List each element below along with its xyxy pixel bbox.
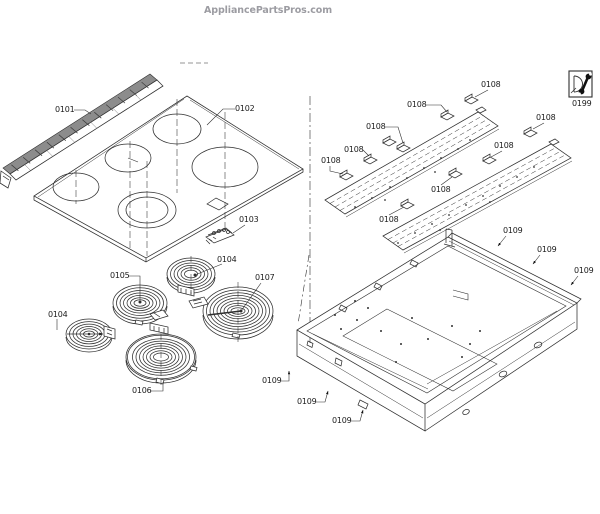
part-0104-element-top [166, 256, 223, 297]
callout-0108-2: 0108 [407, 100, 427, 109]
part-0108-strip-lower [382, 138, 573, 254]
callout-0105: 0105 [110, 271, 130, 280]
part-0107-element-large [188, 282, 274, 343]
callout-0109-3: 0109 [574, 266, 594, 275]
callout-0108-9: 0108 [379, 215, 399, 224]
callout-0104-left: 0104 [48, 310, 68, 319]
service-tool-icon [568, 70, 593, 98]
callout-0108-7: 0108 [494, 141, 514, 150]
callout-0109-4: 0109 [262, 376, 282, 385]
part-0104-element-left [56, 318, 116, 353]
callout-0104-top: 0104 [217, 255, 237, 264]
part-0108-strip-upper [324, 106, 500, 218]
callout-0108-5: 0108 [321, 156, 341, 165]
callout-0109-2: 0109 [537, 245, 557, 254]
burner-zone-mid-left [104, 143, 152, 173]
callout-0109-6: 0109 [332, 416, 352, 425]
callout-0199: 0199 [572, 99, 592, 108]
callout-0101: 0101 [55, 105, 75, 114]
part-0101-trim-strip [0, 73, 164, 189]
callout-0109-1: 0109 [503, 226, 523, 235]
glass-logo-diamond [206, 197, 229, 211]
part-0105-element [112, 275, 169, 326]
callout-0103: 0103 [239, 215, 259, 224]
part-0108-clips [339, 93, 538, 210]
diagonal-centerline [297, 254, 310, 325]
callout-0102: 0102 [235, 104, 255, 113]
pan-leader-lines [281, 235, 579, 422]
part-0103-terminal-block [205, 224, 246, 245]
part-0109-base-pan [296, 228, 582, 432]
callout-0108-8: 0108 [431, 185, 451, 194]
callout-0108-4: 0108 [344, 145, 364, 154]
callout-0109-5: 0109 [297, 397, 317, 406]
callout-0107: 0107 [255, 273, 275, 282]
part-0106-element-center [125, 322, 198, 392]
clip-leader-lines [329, 89, 545, 216]
callout-0108-3: 0108 [366, 122, 386, 131]
site-watermark: AppliancePartsPros.com [204, 5, 333, 16]
callout-0108-6: 0108 [536, 113, 556, 122]
part-0102-glass-maintop [33, 95, 304, 263]
callout-0106: 0106 [132, 386, 152, 395]
wrench-icon [578, 72, 592, 96]
callout-0108-1: 0108 [481, 80, 501, 89]
